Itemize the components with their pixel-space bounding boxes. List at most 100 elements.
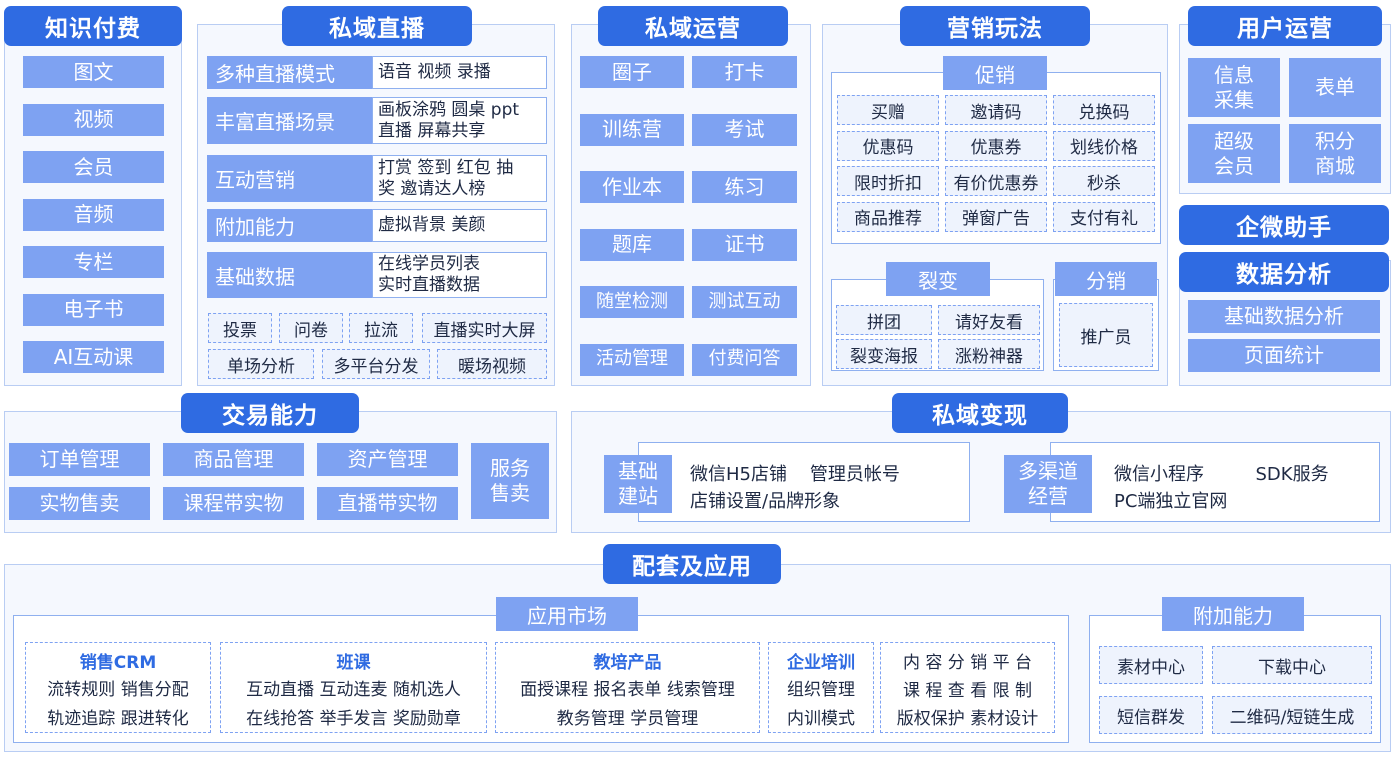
distribution-title: 分销 (1055, 262, 1157, 296)
market-card-line: 教务管理 学员管理 (556, 709, 699, 729)
user-ops-tile: 超级会员 (1188, 124, 1280, 183)
knowledge-item: 会员 (23, 151, 164, 183)
support-header: 配套及应用 (603, 544, 781, 584)
market-card (768, 642, 874, 733)
market-card (495, 642, 760, 733)
extra-item: 素材中心 (1099, 646, 1203, 684)
promo-item: 兑换码 (1053, 95, 1155, 125)
live-tag: 单场分析 (208, 349, 314, 379)
market-card (25, 642, 211, 733)
live-row-desc-line: 语音 视频 录播 (378, 62, 491, 83)
live-row-label: 丰富直播场景 (207, 97, 372, 144)
user-ops-tile-line: 商城 (1315, 153, 1355, 178)
ops-header: 私域运营 (598, 6, 788, 46)
market-card-line: 轨迹追踪 跟进转化 (47, 709, 189, 729)
wecom-header: 企微助手 (1179, 205, 1389, 245)
live-tag: 直播实时大屏 (422, 313, 547, 343)
user-ops-tile: 表单 (1289, 58, 1381, 117)
market-card-line: 内训模式 (787, 709, 855, 729)
market-card (880, 642, 1055, 733)
extra-item: 短信群发 (1099, 696, 1203, 734)
trade-item: 实物售卖 (9, 487, 150, 520)
user-ops-header: 用户运营 (1188, 6, 1382, 46)
extra-item: 二维码/短链生成 (1212, 696, 1372, 734)
knowledge-item: 电子书 (23, 293, 164, 326)
market-card-line: 面授课程 报名表单 线索管理 (520, 680, 735, 700)
market-card-line: 内 容 分 销 平 台 (902, 653, 1033, 673)
market-card-line: 流转规则 销售分配 (47, 680, 189, 700)
ops-tile: 题库 (580, 228, 684, 261)
live-tag: 暖场视频 (437, 349, 547, 379)
user-ops-tile-line: 表单 (1315, 75, 1355, 99)
ops-tile: 作业本 (580, 171, 684, 203)
fission-item: 请好友看 (938, 305, 1040, 335)
trade-header: 交易能力 (181, 393, 359, 433)
live-row-label: 附加能力 (207, 209, 372, 242)
ops-tile: 圈子 (580, 56, 684, 88)
channel-label-line1: 多渠道 (1018, 459, 1078, 483)
promo-item: 商品推荐 (837, 201, 939, 232)
promo-item: 邀请码 (945, 95, 1047, 125)
channel-line-2: PC端独立官网 (1114, 491, 1228, 512)
promo-title: 促销 (943, 56, 1047, 90)
analytics-page-stats: 页面统计 (1188, 339, 1380, 372)
user-ops-tile: 信息采集 (1188, 58, 1280, 117)
knowledge-item: 图文 (23, 56, 164, 88)
channel-line-1: 微信小程序 SDK服务 (1114, 464, 1329, 485)
promo-item: 优惠码 (837, 130, 939, 161)
channel-label-line2: 经营 (1028, 484, 1068, 508)
ops-tile: 打卡 (692, 56, 797, 88)
live-tag: 问卷 (279, 313, 343, 343)
fission-item: 裂变海报 (836, 339, 932, 369)
market-card-line: 课 程 查 看 限 制 (902, 681, 1033, 701)
market-card-line: 组织管理 (787, 680, 855, 700)
marketing-header: 营销玩法 (900, 6, 1090, 46)
site-label-line2: 建站 (618, 484, 658, 508)
live-row-label: 多种直播模式 (207, 56, 372, 89)
extra-item: 下载中心 (1212, 646, 1372, 684)
live-row-desc-line: 虚拟背景 美颜 (378, 215, 486, 236)
promo-item: 支付有礼 (1053, 201, 1155, 232)
promo-item: 限时折扣 (837, 166, 939, 196)
trade-item: 商品管理 (163, 443, 304, 476)
live-row-desc: 虚拟背景 美颜 (372, 209, 547, 242)
analytics-header: 数据分析 (1179, 252, 1389, 292)
trade-item: 资产管理 (317, 443, 458, 476)
trade-item: 直播带实物 (317, 487, 458, 520)
live-tag: 投票 (208, 313, 272, 343)
trade-service-line1: 服务 (490, 456, 530, 480)
user-ops-tile: 积分商城 (1289, 124, 1381, 183)
user-ops-tile-line: 会员 (1214, 153, 1254, 178)
site-line-1: 微信H5店铺 管理员帐号 (690, 464, 900, 485)
live-tag: 拉流 (349, 313, 413, 343)
ops-tile: 随堂检测 (580, 286, 684, 318)
ops-tile: 活动管理 (580, 343, 684, 376)
ops-tile: 训练营 (580, 113, 684, 146)
promo-item: 划线价格 (1053, 130, 1155, 161)
market-title: 应用市场 (496, 597, 638, 631)
channel-label: 多渠道 经营 (1004, 455, 1092, 513)
market-card-line: 版权保护 素材设计 (896, 709, 1039, 729)
live-row-label: 基础数据 (207, 252, 372, 298)
ops-tile: 练习 (692, 171, 797, 203)
fission-title: 裂变 (886, 262, 990, 296)
fission-item: 涨粉神器 (938, 339, 1040, 369)
ops-tile: 考试 (692, 113, 797, 146)
trade-service-line2: 售卖 (490, 481, 530, 505)
promo-item: 秒杀 (1053, 166, 1155, 196)
extra-title: 附加能力 (1162, 597, 1304, 631)
site-line-2: 店铺设置/品牌形象 (690, 491, 841, 512)
market-card-title: 班课 (336, 653, 371, 673)
fission-item: 拼团 (836, 305, 932, 335)
knowledge-item: 专栏 (23, 246, 164, 278)
knowledge-item: AI互动课 (23, 341, 164, 373)
market-card-title: 教培产品 (593, 653, 662, 673)
live-tag: 多平台分发 (322, 349, 430, 379)
user-ops-tile-line: 积分 (1315, 128, 1355, 153)
site-label-line1: 基础 (618, 459, 658, 483)
live-row-desc: 语音 视频 录播 (372, 56, 547, 89)
user-ops-tile-line: 采集 (1214, 87, 1254, 112)
live-row-label: 互动营销 (207, 155, 372, 202)
market-card-line: 互动直播 互动连麦 随机选人 (246, 680, 461, 700)
